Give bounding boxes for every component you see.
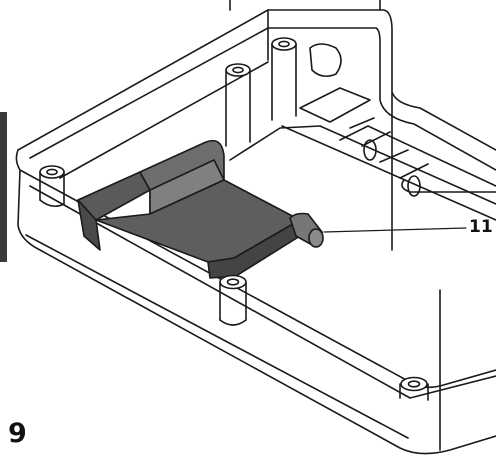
clip-left-wing — [77, 199, 101, 251]
inner-back-wall — [59, 61, 269, 179]
housing-front-edge-line — [29, 185, 496, 399]
post-back-1 — [271, 37, 297, 121]
callout-label-11: 11 — [469, 217, 493, 237]
post-front-right — [399, 376, 429, 401]
housing-front-edge-line-2 — [25, 234, 409, 439]
inner-right-floor — [281, 125, 496, 221]
rib-group — [299, 43, 496, 197]
figure-number: 9 — [8, 418, 27, 449]
housing-outer-rim — [17, 9, 496, 151]
post-back-2 — [225, 63, 251, 147]
callout-leader — [323, 227, 467, 233]
inner-floor-edge — [229, 125, 496, 205]
housing-inner-rim — [29, 27, 496, 171]
housing-front-wall-bottom — [17, 169, 496, 455]
side-bar — [0, 112, 7, 262]
post-front-center — [219, 274, 247, 326]
post-front-left — [39, 165, 65, 208]
mounting-clip — [77, 139, 324, 279]
